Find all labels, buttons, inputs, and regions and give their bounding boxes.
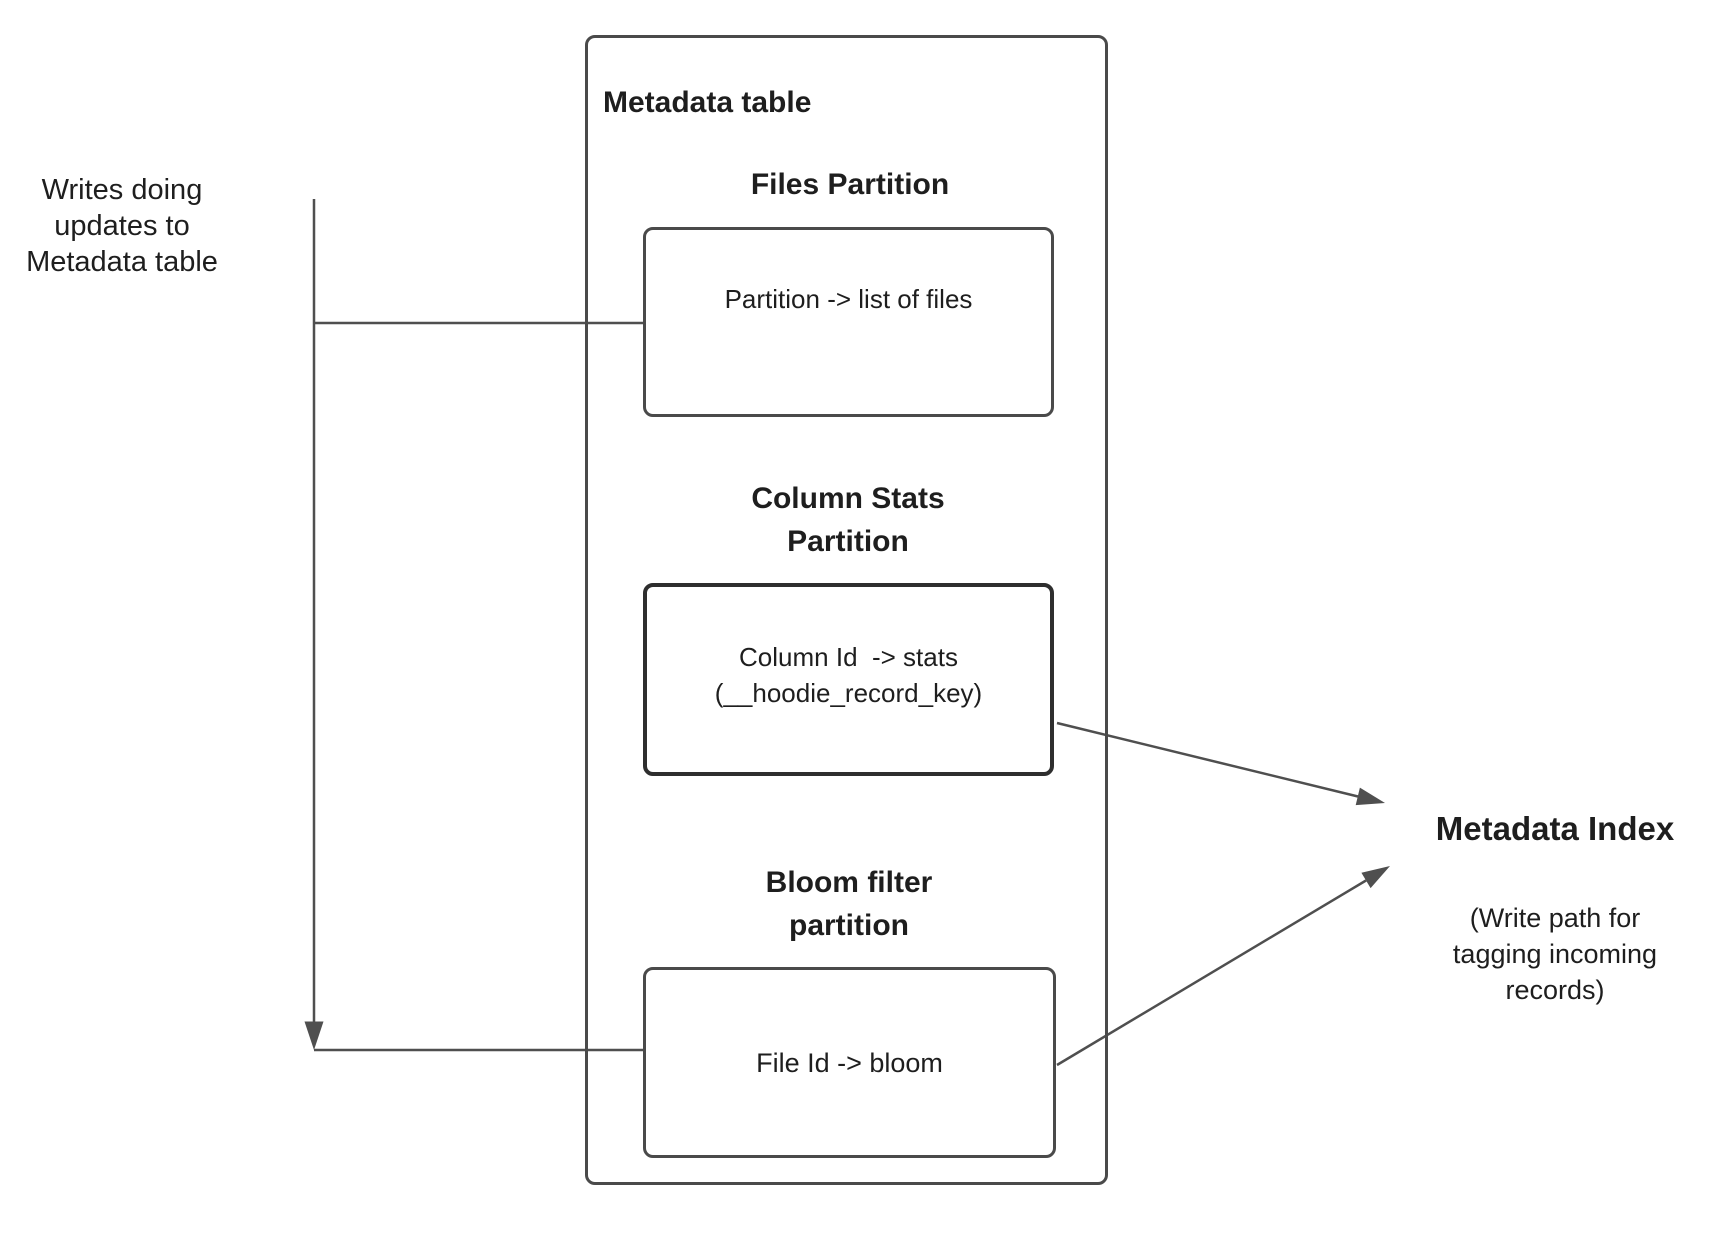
writes-note-line-3: Metadata table bbox=[26, 246, 218, 278]
column-stats-heading-line-1: Column Stats bbox=[751, 482, 945, 515]
arrow-down-icon bbox=[304, 1021, 324, 1050]
bloom-filter-partition-box: File Id -> bloom bbox=[643, 967, 1056, 1158]
metadata-index-title: Metadata Index bbox=[1435, 810, 1675, 847]
writes-note: Writes doing updates to Metadata table bbox=[2, 172, 242, 280]
bloom-filter-partition-heading: Bloom filter partition bbox=[649, 861, 1049, 947]
files-partition-heading-line: Files Partition bbox=[750, 168, 950, 201]
arrow-bloom-to-index-line bbox=[1056, 879, 1367, 1067]
files-partition-heading: Files Partition bbox=[650, 163, 1050, 206]
column-stats-box-text-line-2: (__hoodie_record_key) bbox=[714, 677, 983, 708]
metadata-table-title: Metadata table bbox=[603, 86, 812, 119]
metadata-index-subtitle-line-1: (Write path for bbox=[1469, 903, 1641, 933]
writes-note-line-1: Writes doing bbox=[41, 174, 203, 206]
arrow-right-icon bbox=[1355, 787, 1385, 806]
files-partition-box: Partition -> list of files bbox=[643, 227, 1054, 417]
column-stats-partition-heading: Column Stats Partition bbox=[648, 477, 1048, 563]
metadata-index-subtitle-line-3: records) bbox=[1505, 975, 1605, 1005]
bloom-filter-heading-line-2: partition bbox=[789, 909, 909, 942]
column-stats-box-text-line-1: Column Id -> stats bbox=[739, 641, 958, 672]
column-stats-heading-line-2: Partition bbox=[787, 525, 909, 558]
arrow-up-right-icon bbox=[1361, 866, 1390, 889]
metadata-index-subtitle-line-2: tagging incoming bbox=[1452, 939, 1658, 969]
metadata-table-container bbox=[585, 35, 1108, 1185]
bloom-filter-box-text: File Id -> bloom bbox=[756, 1047, 943, 1078]
column-stats-partition-box: Column Id -> stats (__hoodie_record_key) bbox=[643, 583, 1054, 776]
writes-note-line-2: updates to bbox=[54, 210, 190, 242]
metadata-index-subtitle: (Write path for tagging incoming records… bbox=[1355, 900, 1718, 1008]
bloom-filter-heading-line-1: Bloom filter bbox=[765, 866, 933, 899]
files-partition-box-text: Partition -> list of files bbox=[724, 284, 973, 314]
